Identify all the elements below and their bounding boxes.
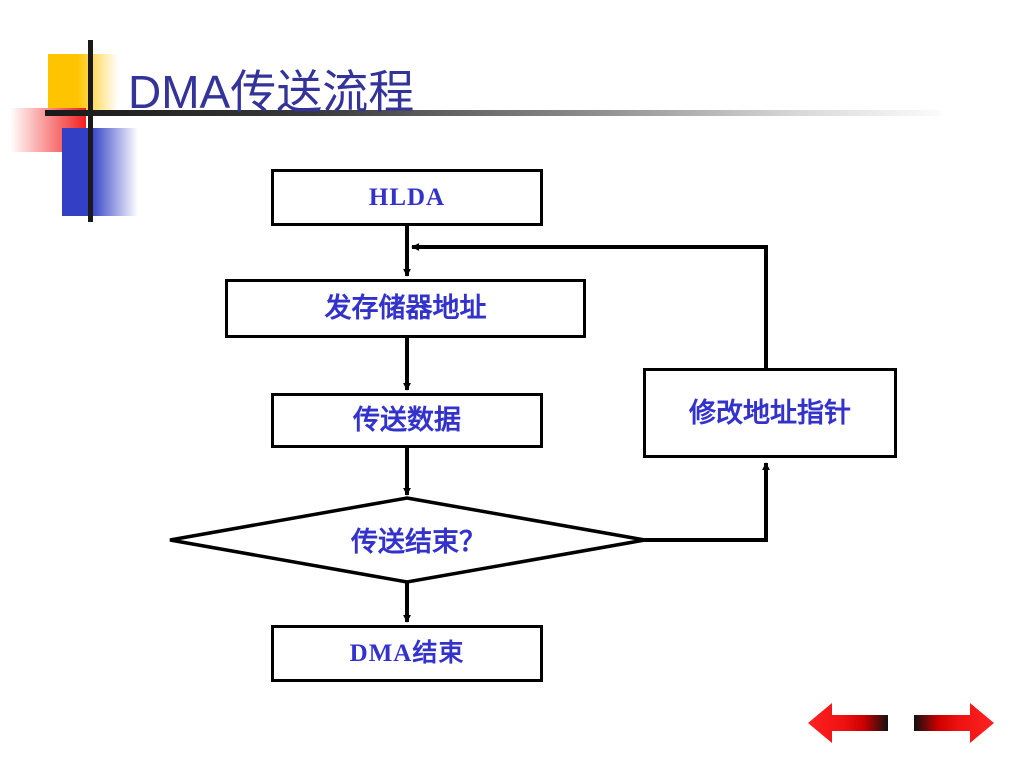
next-slide-arrow-icon[interactable] xyxy=(914,703,994,743)
node-send-memory-address[interactable]: 发存储器地址 xyxy=(225,279,586,338)
slide-title-bar: DMA传送流程 xyxy=(0,0,1024,222)
blue-square-icon xyxy=(62,128,138,216)
vertical-rule xyxy=(88,40,93,222)
node-transfer-data[interactable]: 传送数据 xyxy=(271,393,543,448)
node-hlda[interactable]: HLDA xyxy=(271,169,543,226)
node-transfer-finished-decision[interactable]: 传送结束？ xyxy=(351,527,486,557)
page-title: DMA传送流程 xyxy=(128,66,415,118)
node-modify-address-pointer[interactable]: 修改地址指针 xyxy=(643,368,897,458)
slide-navigation xyxy=(808,703,994,743)
horizontal-rule xyxy=(45,110,940,116)
yellow-square-icon xyxy=(48,54,118,116)
previous-slide-arrow-icon[interactable] xyxy=(808,703,888,743)
node-dma-end[interactable]: DMA结束 xyxy=(271,625,543,682)
edge-decision-modifyptr xyxy=(645,462,770,542)
edge-modifyptr-sendaddr xyxy=(411,243,768,368)
